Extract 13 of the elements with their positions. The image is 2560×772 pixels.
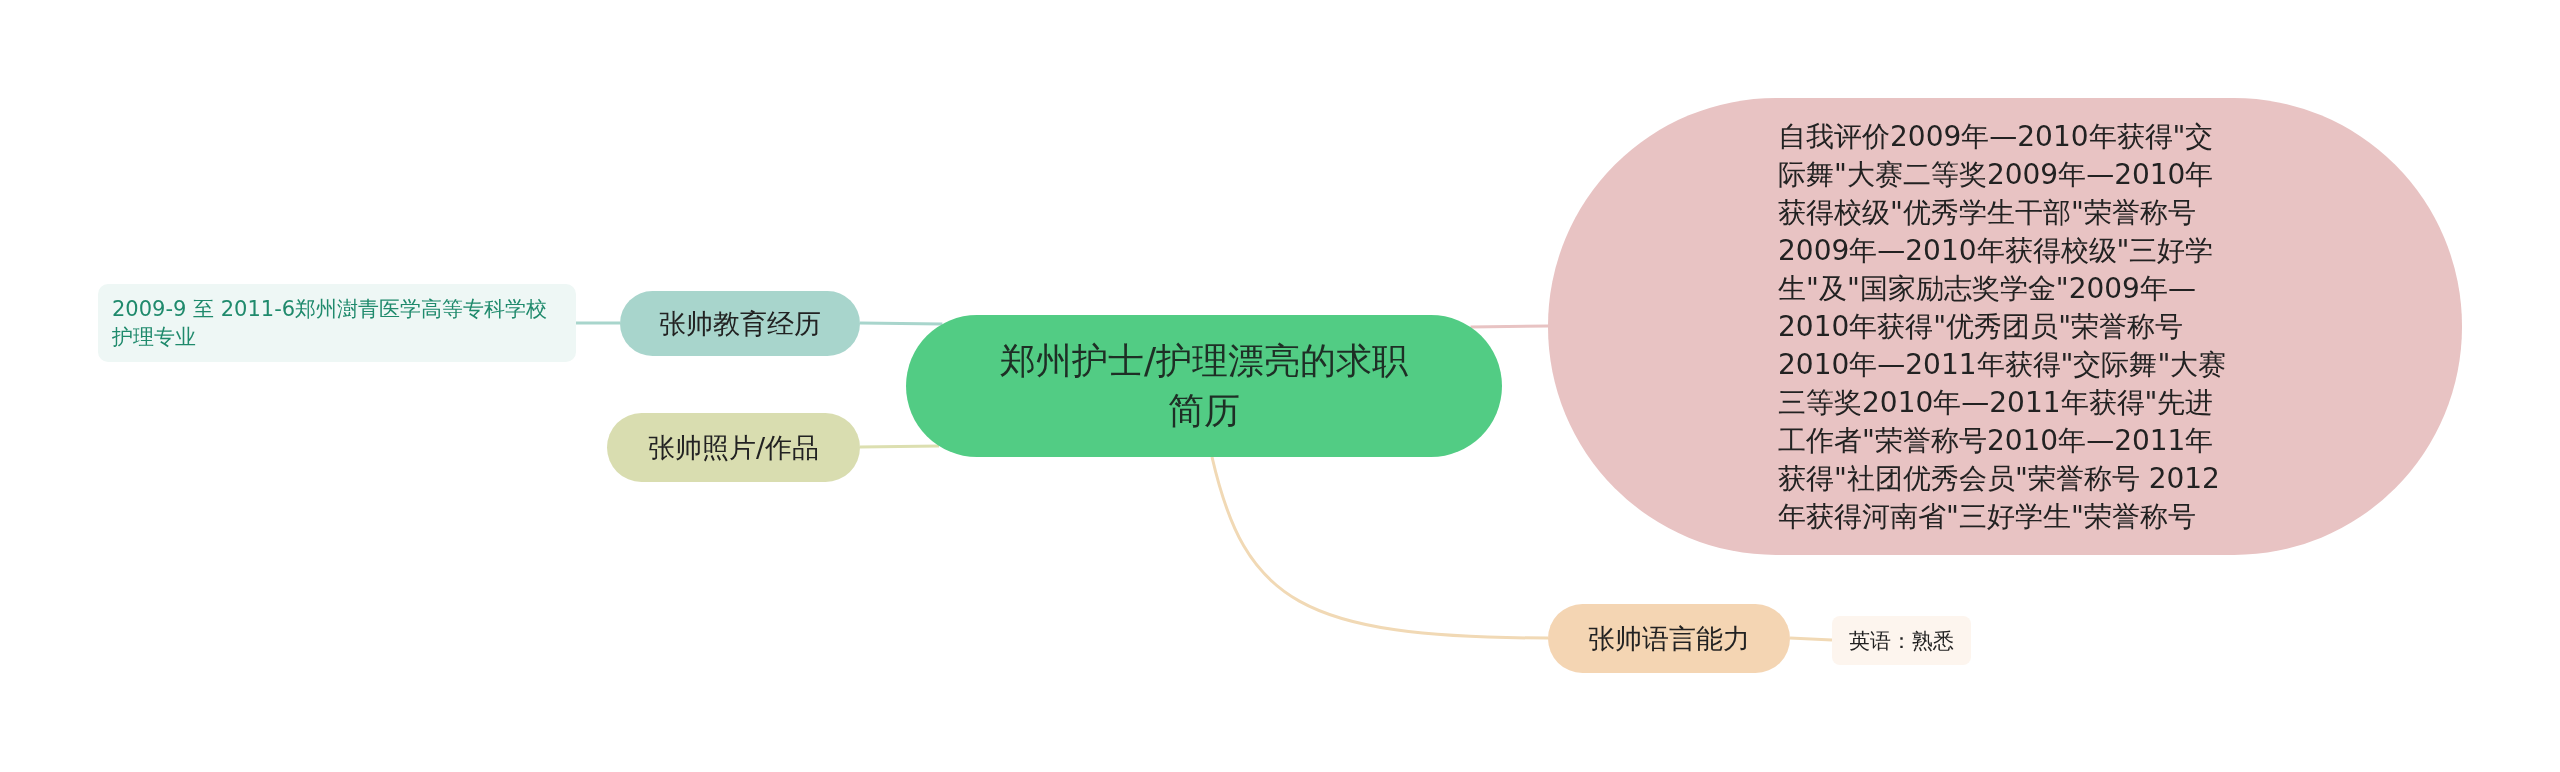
connector-line bbox=[859, 444, 940, 449]
branch-box: 张帅教育经历 bbox=[620, 291, 860, 356]
branch-box: 张帅照片/作品 bbox=[607, 413, 860, 482]
connector-line bbox=[1210, 456, 1548, 640]
connector-line bbox=[859, 321, 943, 326]
connector-line bbox=[1470, 324, 1549, 329]
connector-line bbox=[576, 321, 620, 325]
detail-box: 2009-9 至 2011-6郑州澍青医学高等专科学校护理专业 bbox=[98, 284, 576, 362]
branch-box: 张帅语言能力 bbox=[1548, 604, 1790, 673]
connector-line bbox=[1789, 636, 1833, 642]
detail-bubble: 自我评价2009年—2010年获得"交际舞"大赛二等奖2009年—2010年获得校级"优秀学生干部"荣誉称号2009年—2010年获得校级"三好学生"及"国家励志奖学金"2009年—2010年获得"优秀团员"荣誉称号2010年—2011年获得"交际舞"大赛三等奖2010年—2011年获得"先进工作者"荣誉称号2010年—2011年获得"社团优秀会员"荣誉称号 2012年获得河南省"三好学生"荣誉称号 bbox=[1548, 98, 2462, 555]
detail-box: 英语：熟悉 bbox=[1832, 616, 1971, 665]
topic-box: 郑州护士/护理漂亮的求职简历 bbox=[906, 315, 1502, 457]
